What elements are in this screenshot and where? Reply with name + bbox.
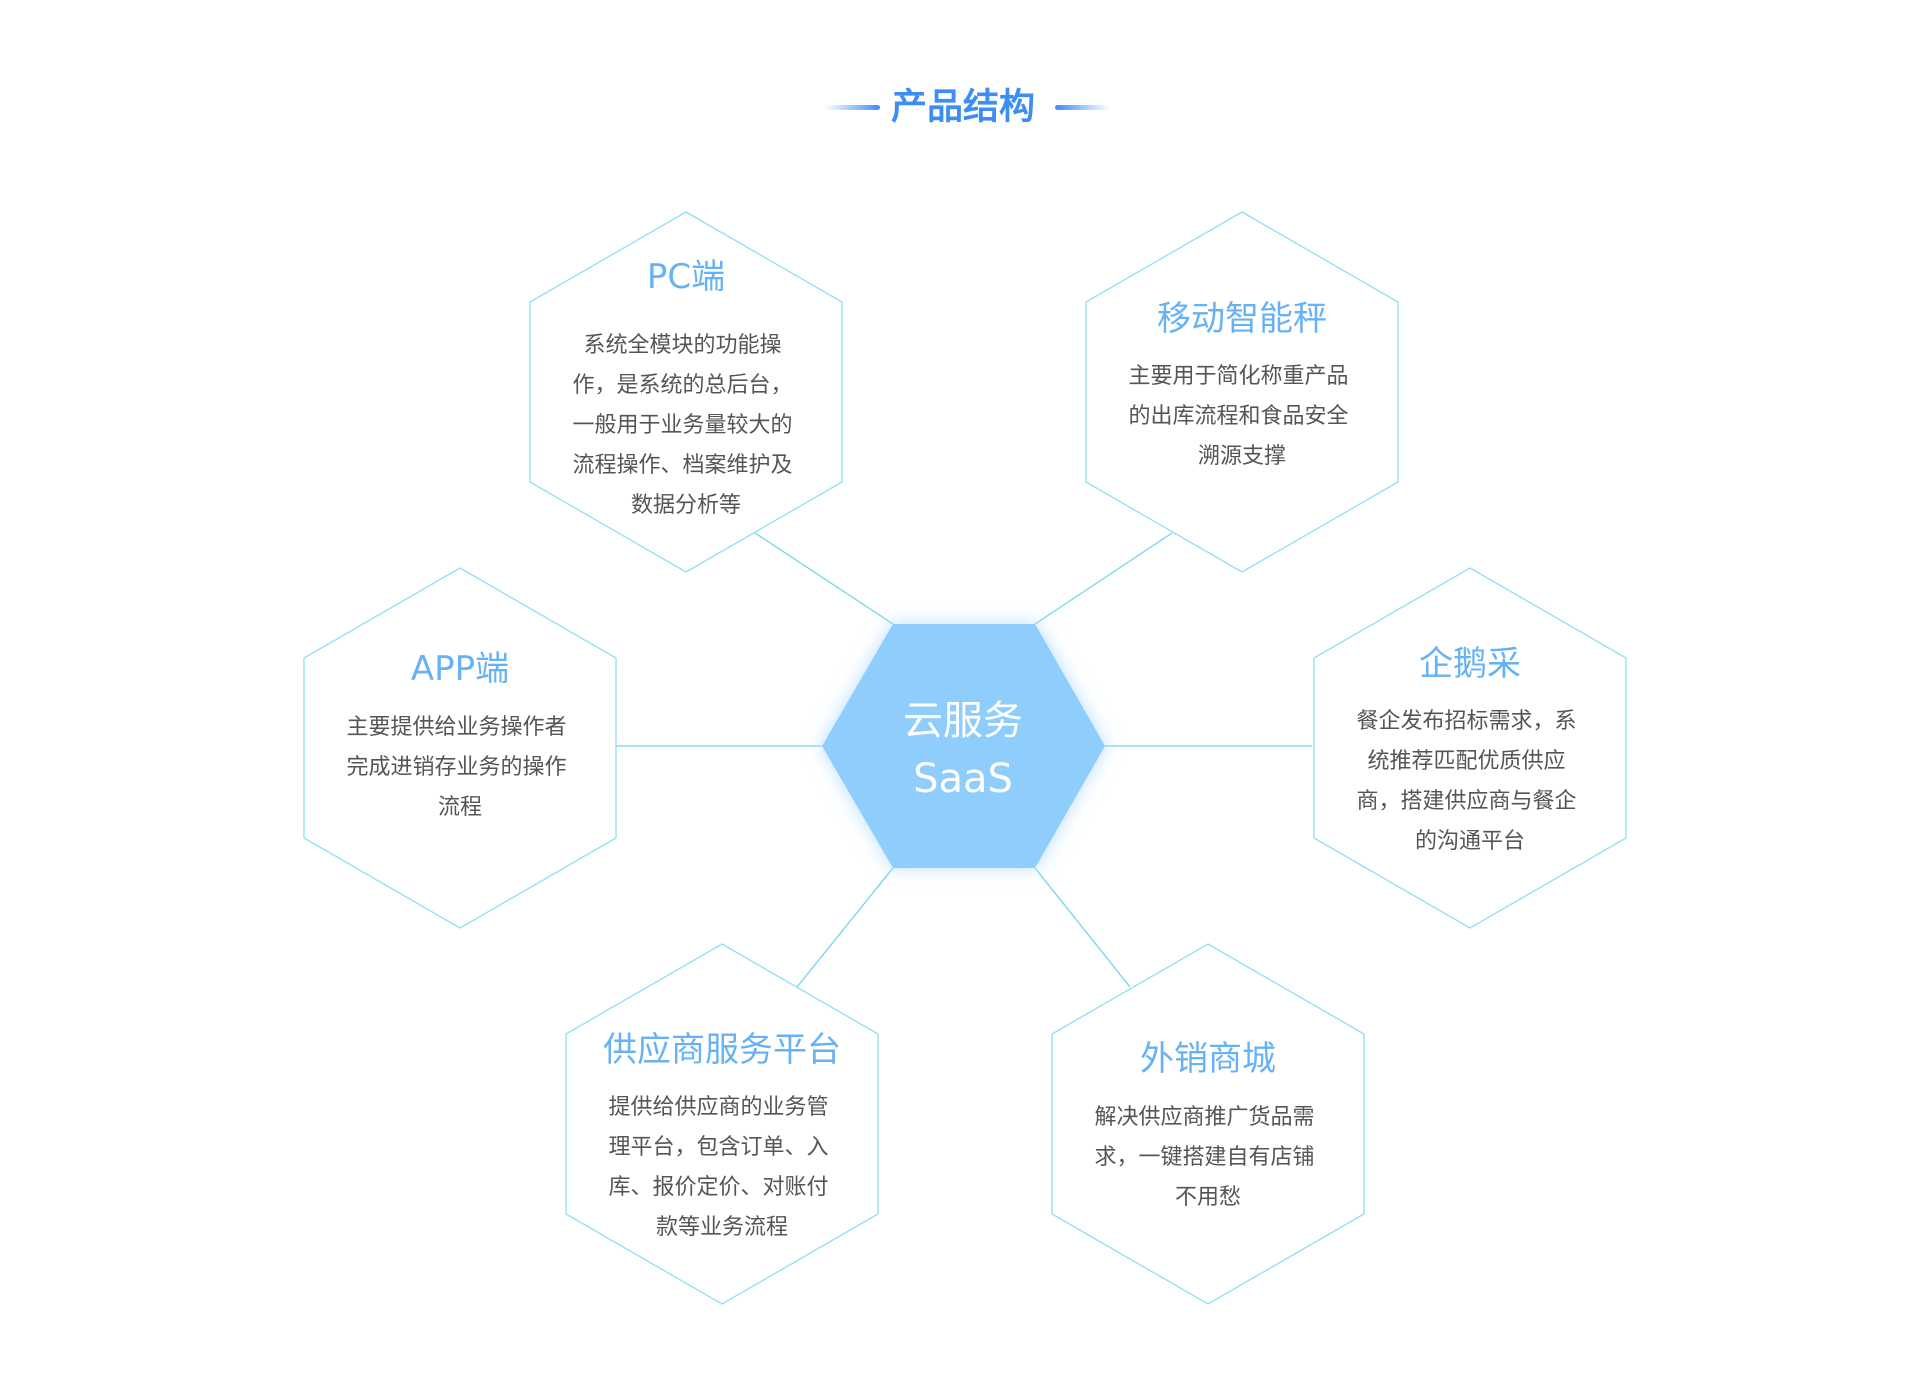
center-hexagon [822,624,1105,868]
node-desc-supplier: 提供给供应商的业务管 理平台，包含订单、入 库、报价定价、对账付 款等业务流程 [608,1095,835,1240]
node-title-qipengcai: 企鹅采 [1419,644,1521,684]
node-title-supplier: 供应商服务平台 [603,1030,841,1070]
hexagon-pc [529,211,843,573]
hexagon-supplier [565,943,879,1305]
page-title: 产品结构 [891,87,1035,128]
connectors [614,532,1312,988]
node-desc-mobile-scale: 主要用于简化称重产品 的出库流程和食品安全 溯源支撑 [1128,364,1355,469]
node-mobile-scale: 移动智能秤 主要用于简化称重产品 的出库流程和食品安全 溯源支撑 [1085,211,1399,573]
node-title-app: APP端 [411,649,509,689]
center-title: 云服务 [903,698,1023,744]
center-subtitle: SaaS [913,756,1013,802]
connector-supplier [796,867,894,988]
connector-mobile-scale [1034,532,1173,625]
section-title: 产品结构 [825,87,1110,128]
node-desc-pc: 系统全模块的功能操 作，是系统的总后台， 一般用于业务量较大的 流程操作、档案维… [572,333,799,518]
node-title-mobile-scale: 移动智能秤 [1157,299,1327,339]
hexagon-mobile-scale [1085,211,1399,573]
node-desc-app: 主要提供给业务操作者 完成进销存业务的操作 流程 [346,715,573,820]
hexagon-app [303,567,617,929]
node-supplier: 供应商服务平台 提供给供应商的业务管 理平台，包含订单、入 库、报价定价、对账付… [565,943,879,1305]
hexagon-qipengcai [1313,567,1627,929]
connector-pc [754,532,894,625]
node-desc-export-mall: 解决供应商推广货品需 求，一键搭建自有店铺 不用愁 [1094,1105,1321,1210]
node-title-pc: PC端 [647,257,725,297]
node-app: APP端 主要提供给业务操作者 完成进销存业务的操作 流程 [303,567,617,929]
node-pc: PC端 系统全模块的功能操 作，是系统的总后台， 一般用于业务量较大的 流程操作… [529,211,843,573]
connector-export-mall [1034,867,1131,988]
node-desc-qipengcai: 餐企发布招标需求，系 统推荐匹配优质供应 商，搭建供应商与餐企 的沟通平台 [1356,709,1583,854]
title-line-left [825,105,880,110]
center-node: 云服务 SaaS [822,624,1105,868]
node-export-mall: 外销商城 解决供应商推广货品需 求，一键搭建自有店铺 不用愁 [1051,943,1365,1305]
hexagon-export-mall [1051,943,1365,1305]
title-line-right [1055,105,1110,110]
node-qipengcai: 企鹅采 餐企发布招标需求，系 统推荐匹配优质供应 商，搭建供应商与餐企 的沟通平… [1313,567,1627,929]
node-title-export-mall: 外销商城 [1140,1039,1276,1079]
